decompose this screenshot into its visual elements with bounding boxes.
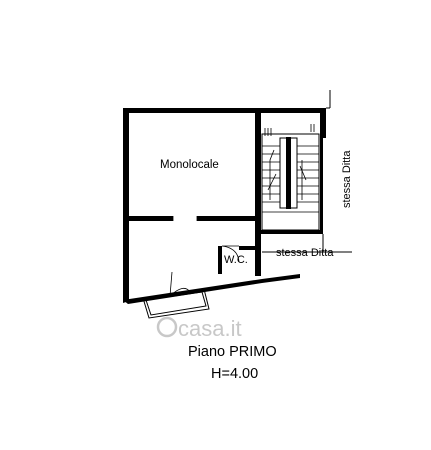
watermark: casa.it <box>156 316 242 341</box>
stair-top-ticks <box>264 124 315 136</box>
label-stessa-ditta-vertical: stessa Ditta <box>341 150 353 208</box>
stair-bottom-wall <box>261 230 323 234</box>
label-monolocale: Monolocale <box>160 159 219 171</box>
wc-door-swing <box>221 245 240 263</box>
divider-left <box>129 216 173 221</box>
watermark-text: casa.it <box>178 316 242 341</box>
stair-arrow-head <box>267 165 307 191</box>
stair-outline <box>261 133 320 231</box>
interior-walls <box>129 113 323 276</box>
floor-name: Piano PRIMO <box>188 344 277 360</box>
label-wc: W.C. <box>224 254 248 266</box>
stair-right-wall <box>320 138 323 233</box>
stair-left-wall <box>255 113 261 263</box>
stair-treads <box>262 145 319 213</box>
right-top-stub <box>320 108 326 138</box>
exterior-walls <box>123 107 330 304</box>
neighbor-boundaries <box>262 90 352 253</box>
label-stessa-ditta-horizontal: stessa Ditta <box>276 247 334 259</box>
wc-top-stub <box>239 246 255 250</box>
balcony-door-swing <box>169 271 191 297</box>
stair-core-box <box>279 137 298 209</box>
wc-right-stub <box>255 262 261 276</box>
balcony <box>142 271 210 319</box>
door-openings <box>172 216 198 221</box>
balcony-outline <box>142 288 210 319</box>
top-wall <box>123 108 326 303</box>
wc-left-wall <box>218 246 222 274</box>
watermark-logo-icon <box>156 316 178 338</box>
divider-right <box>197 216 258 221</box>
balcony-inner <box>145 291 207 316</box>
staircase <box>261 124 320 231</box>
floor-height: H=4.00 <box>211 366 258 382</box>
stair-core <box>286 137 291 209</box>
